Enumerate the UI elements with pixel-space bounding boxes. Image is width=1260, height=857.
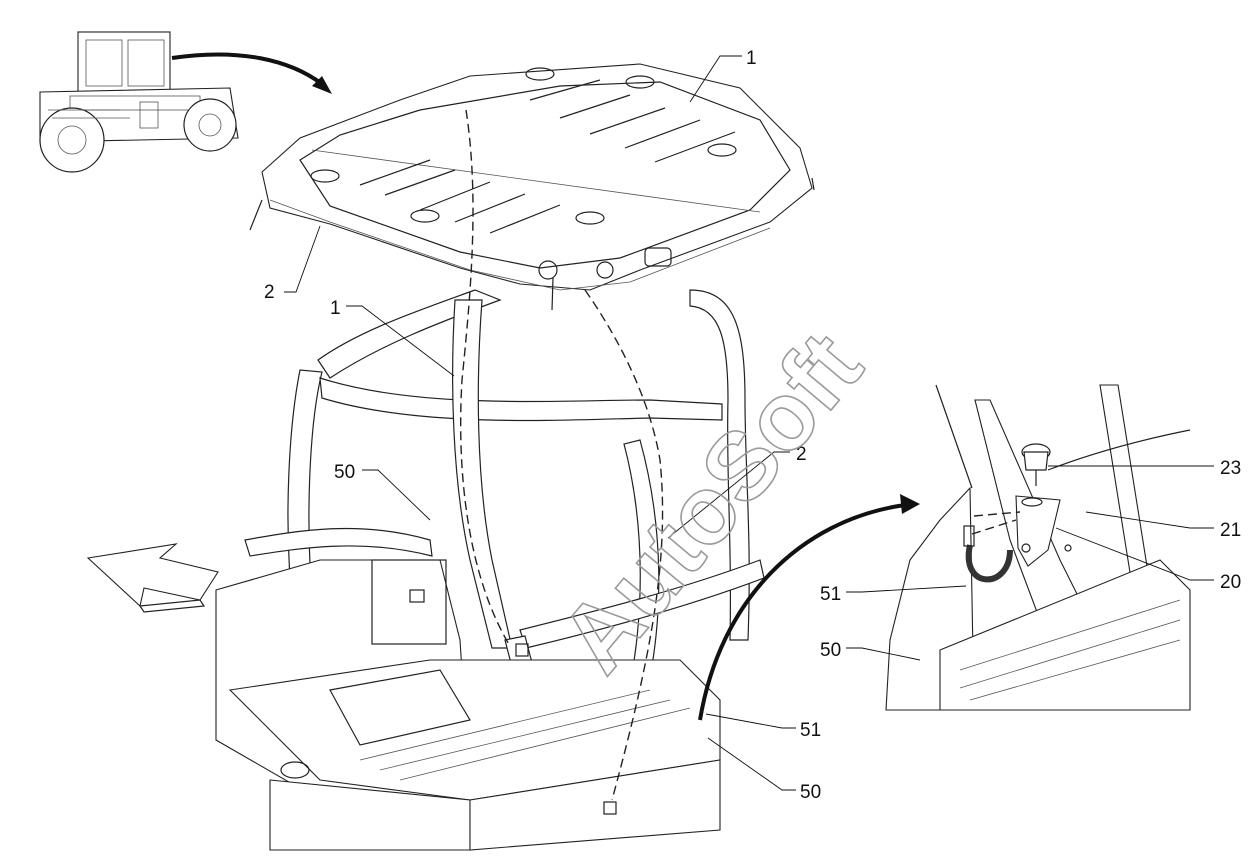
roller-thumbnail-illustration [39, 31, 239, 173]
callout-23: 23 [1220, 458, 1241, 479]
callout-51-detail: 51 [820, 584, 841, 605]
callout-1-mid: 1 [330, 298, 341, 319]
cab-frame [215, 289, 765, 851]
view-direction-arrow [86, 543, 219, 608]
callout-20: 20 [1220, 572, 1241, 593]
watermark: AutoSoft [540, 313, 882, 692]
harness-right-route [584, 289, 664, 801]
callout-1-top: 1 [746, 48, 757, 69]
callout-50-detail: 50 [820, 640, 841, 661]
cab-roof [249, 63, 815, 311]
detail-pointer-arrow [698, 503, 906, 721]
callout-51-bottom: 51 [800, 720, 821, 741]
harness-left-route [460, 109, 511, 647]
thumbnail-arrowhead [312, 76, 332, 94]
callout-2-left: 2 [264, 282, 275, 303]
callout-50-bottom: 50 [800, 782, 821, 803]
callout-50-left: 50 [334, 462, 355, 483]
leader-lines [284, 55, 1214, 791]
callout-21: 21 [1220, 520, 1241, 541]
thumbnail-pointer-arrow [171, 52, 324, 86]
detail-view [885, 384, 1191, 711]
callout-2-right: 2 [796, 444, 807, 465]
detail-arrowhead [900, 494, 920, 514]
